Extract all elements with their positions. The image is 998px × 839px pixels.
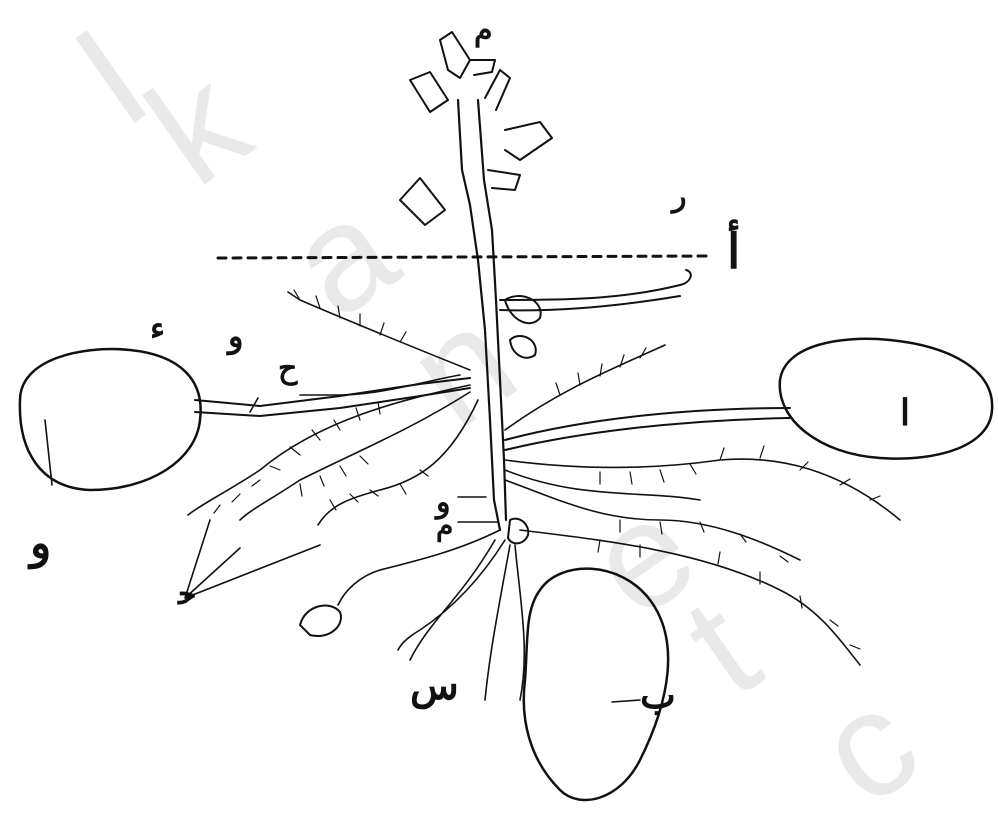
left-tuber (20, 349, 201, 490)
label-apex: م (474, 16, 493, 46)
label-crown: س (410, 666, 459, 706)
upper-branch (500, 270, 691, 310)
label-left-tuber-top: ء (150, 312, 165, 344)
right-tuber (780, 339, 992, 459)
label-left-stolon: و (228, 320, 243, 352)
potato-plant-diagram (0, 0, 998, 814)
small-tuber (300, 606, 341, 636)
left-stolon (195, 378, 470, 416)
right-stolon (505, 408, 790, 450)
label-left-roots: ﺣ (178, 580, 197, 610)
right-roots (505, 345, 900, 665)
label-left-upper-root: ح (278, 354, 297, 384)
label-branch-root: ر (672, 182, 687, 212)
label-right-tuber: ا (900, 395, 910, 431)
right-root-hairs (556, 348, 880, 649)
main-stem (458, 100, 506, 530)
soil-dashed-line (218, 256, 712, 258)
label-dashed-line: أ (727, 228, 740, 276)
stem-apex (400, 32, 552, 225)
label-main-tuber: ب (640, 676, 676, 714)
label-pointers (45, 398, 640, 702)
label-left-tuber-bottom: و (30, 522, 51, 566)
label-stem-lower: م (436, 512, 453, 540)
small-bud (505, 296, 541, 358)
